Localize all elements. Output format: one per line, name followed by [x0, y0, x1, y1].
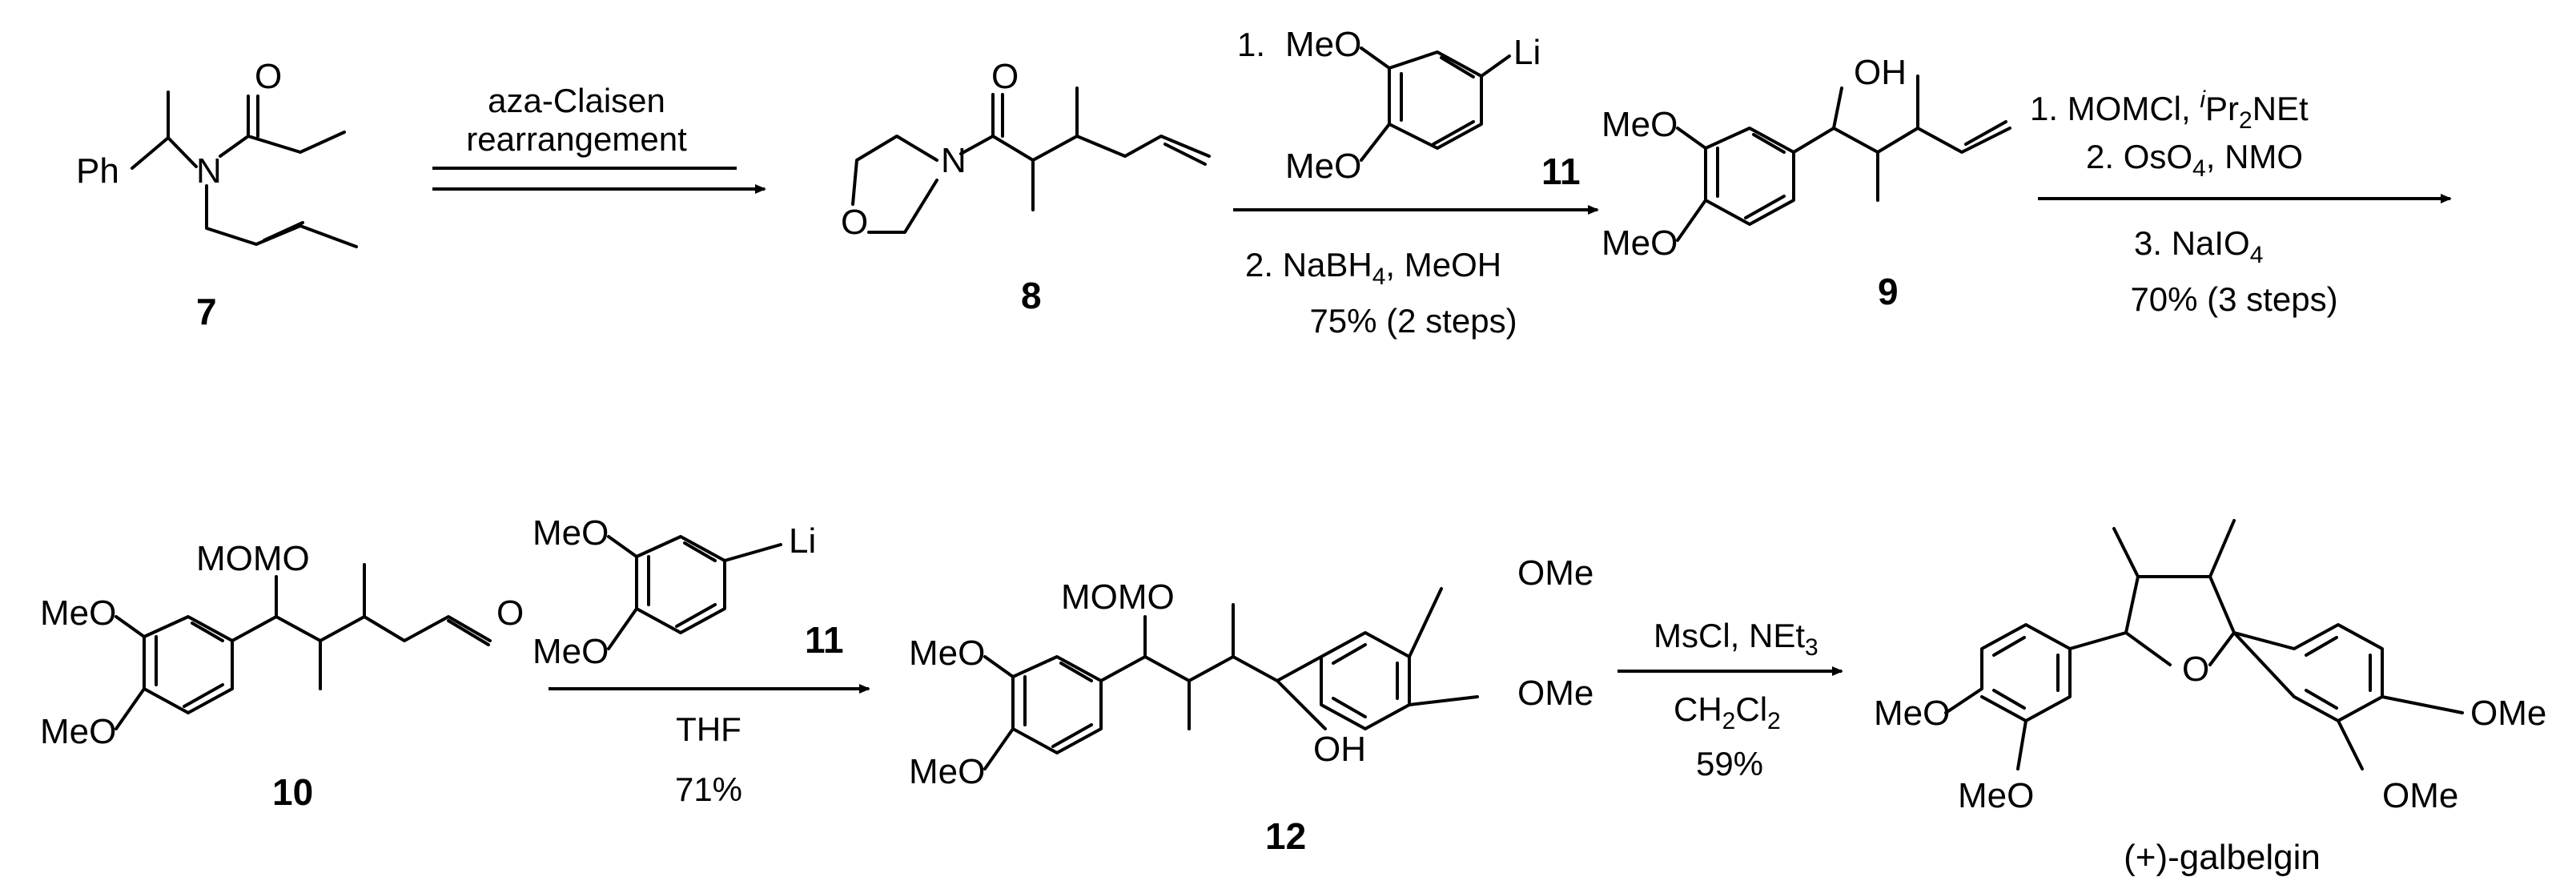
- atom-meo-g2: MeO: [1958, 776, 2034, 815]
- atom-oh-9: OH: [1854, 53, 1907, 92]
- step-aryllithium-addition: 1. MeO MeO Li 11 2. NaBH4, MeOH 75% (2 s…: [1233, 25, 1599, 340]
- atom-o-ring: O: [2182, 650, 2209, 689]
- compound-label-9: 9: [1878, 271, 1899, 312]
- step-mom-ozonolysis: 1. MOMCl, iPr2NEt 2. OsO4, NMO 3. NaIO4 …: [2030, 86, 2452, 318]
- compound-8: O N O 8: [841, 57, 1211, 316]
- atom-meo-10a: MeO: [40, 593, 116, 633]
- atom-o-8: O: [991, 57, 1019, 96]
- compound-name-galbelgin: (+)-galbelgin: [2124, 838, 2321, 877]
- cond-dcm: CH2Cl2: [1674, 690, 1781, 734]
- cond-rearrangement: rearrangement: [466, 120, 687, 158]
- atom-meo-12a: MeO: [909, 634, 985, 673]
- atom-o-morph: O: [841, 203, 868, 242]
- compound-7: Ph N O 7: [76, 57, 358, 332]
- yield-2steps: 75% (2 steps): [1309, 302, 1517, 340]
- atom-li-11b: Li: [789, 521, 816, 561]
- atom-o-10: O: [496, 593, 524, 633]
- cond-nabh4: 2. NaBH4, MeOH: [1245, 246, 1501, 290]
- atom-meo-9a: MeO: [1601, 105, 1678, 144]
- compound-label-11b: 11: [805, 619, 844, 661]
- cond-aza-claisen: aza-Claisen: [488, 82, 665, 119]
- compound-label-10: 10: [272, 771, 313, 813]
- compound-10: MOMO MeO MeO O 10: [40, 539, 524, 813]
- compound-label-8: 8: [1021, 275, 1042, 316]
- atom-ome-12a: OMe: [1517, 553, 1593, 593]
- yield-59: 59%: [1696, 745, 1763, 782]
- cond-thf: THF: [676, 710, 741, 748]
- atom-momo-10: MOMO: [196, 539, 310, 578]
- step-aza-claisen: aza-Claisen rearrangement: [432, 82, 766, 194]
- compound-label-11: 11: [1541, 151, 1581, 192]
- atom-ome-12b: OMe: [1517, 674, 1593, 713]
- atom-meo-11b: MeO: [1285, 147, 1361, 186]
- step-second-addition: MeO MeO Li 11 THF 71%: [532, 513, 870, 808]
- atom-meo-9b: MeO: [1601, 223, 1678, 263]
- atom-ome-g1: OMe: [2470, 694, 2546, 733]
- atom-meo-11a: MeO: [1285, 25, 1361, 64]
- compound-galbelgin: MeO MeO O OMe OMe (+)-galbelgin: [1874, 519, 2546, 877]
- atom-ome-g2: OMe: [2382, 776, 2458, 815]
- atom-n-7: N: [196, 151, 222, 191]
- atom-oh-12: OH: [1313, 730, 1366, 769]
- yield-3steps: 70% (3 steps): [2130, 280, 2337, 318]
- compound-label-7: 7: [196, 291, 217, 332]
- atom-ph: Ph: [76, 151, 119, 191]
- cond-momcl: 1. MOMCl, iPr2NEt: [2030, 86, 2309, 134]
- atom-meo-11c: MeO: [532, 513, 609, 553]
- atom-meo-10b: MeO: [40, 712, 116, 751]
- compound-9: MeO MeO OH 9: [1601, 53, 2011, 312]
- cond-step-1: 1.: [1237, 26, 1265, 63]
- atom-o-7: O: [255, 57, 282, 96]
- atom-n-8: N: [941, 141, 967, 180]
- atom-meo-12b: MeO: [909, 752, 985, 791]
- atom-li-11: Li: [1513, 33, 1541, 72]
- compound-label-12: 12: [1265, 815, 1306, 857]
- cond-mscl: MsCl, NEt3: [1654, 617, 1818, 661]
- atom-meo-g1: MeO: [1874, 694, 1950, 733]
- step-cyclization: MsCl, NEt3 CH2Cl2 59%: [1618, 617, 1843, 782]
- atom-momo-12: MOMO: [1061, 577, 1175, 617]
- yield-71: 71%: [675, 770, 742, 808]
- compound-12: MOMO MeO MeO OH OMe OMe 12: [909, 553, 1593, 857]
- atom-meo-11d: MeO: [532, 632, 609, 671]
- cond-naio4: 3. NaIO4: [2134, 224, 2263, 268]
- cond-oso4: 2. OsO4, NMO: [2086, 138, 2303, 182]
